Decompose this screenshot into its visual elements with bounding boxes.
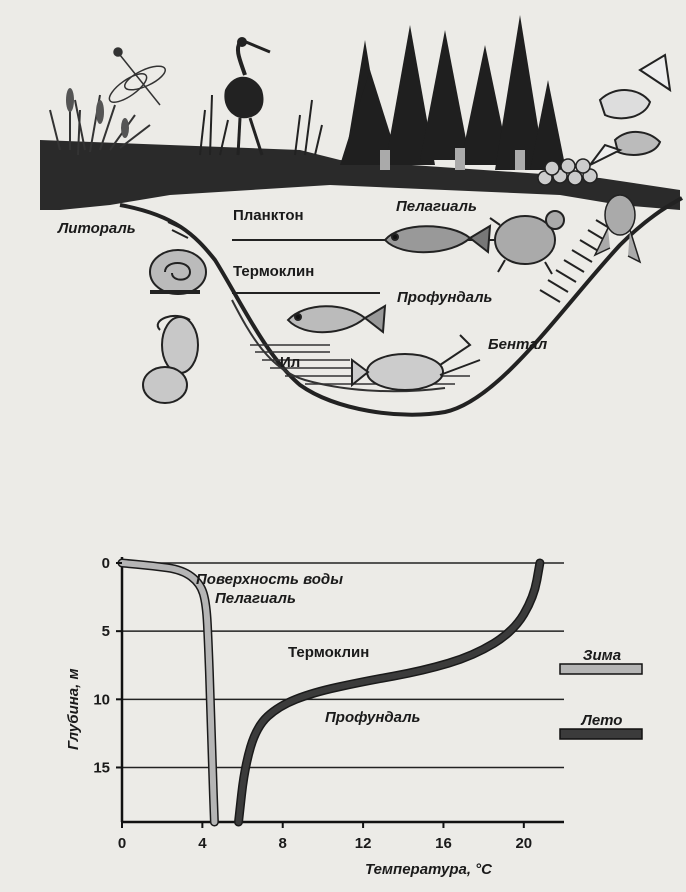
annotation-thermocline: Термоклин [288, 644, 369, 661]
y-tick-label-15: 15 [93, 759, 110, 776]
legend-swatch-summer [560, 729, 642, 739]
x-tick-label-20: 20 [515, 835, 532, 852]
annotation-surface: Поверхность воды [196, 571, 343, 588]
grid-layer [122, 563, 564, 767]
x-tick-label-8: 8 [279, 835, 287, 852]
x-tick-label-16: 16 [435, 835, 452, 852]
legend-swatch-winter [560, 664, 642, 674]
winter-curve-outline [122, 563, 214, 822]
x-tick-label-0: 0 [118, 835, 126, 852]
annotation-profundal: Профундаль [325, 709, 421, 726]
x-tick-label-4: 4 [198, 835, 207, 852]
legend-label-winter: Зима [583, 647, 621, 664]
series-layer [122, 563, 540, 822]
winter-curve [122, 563, 214, 822]
x-axis-label: Температура, °C [365, 861, 493, 878]
x-tick-label-12: 12 [355, 835, 372, 852]
legend-label-summer: Лето [581, 712, 623, 729]
y-tick-label-5: 5 [102, 623, 110, 640]
y-axis-label: Глубина, м [65, 668, 82, 750]
annotation-pelagial: Пелагиаль [215, 590, 296, 607]
y-tick-label-10: 10 [93, 691, 110, 708]
tick-layer: 0 4 8 12 16 20 0 5 10 15 [93, 555, 532, 852]
y-tick-label-0: 0 [102, 555, 110, 572]
